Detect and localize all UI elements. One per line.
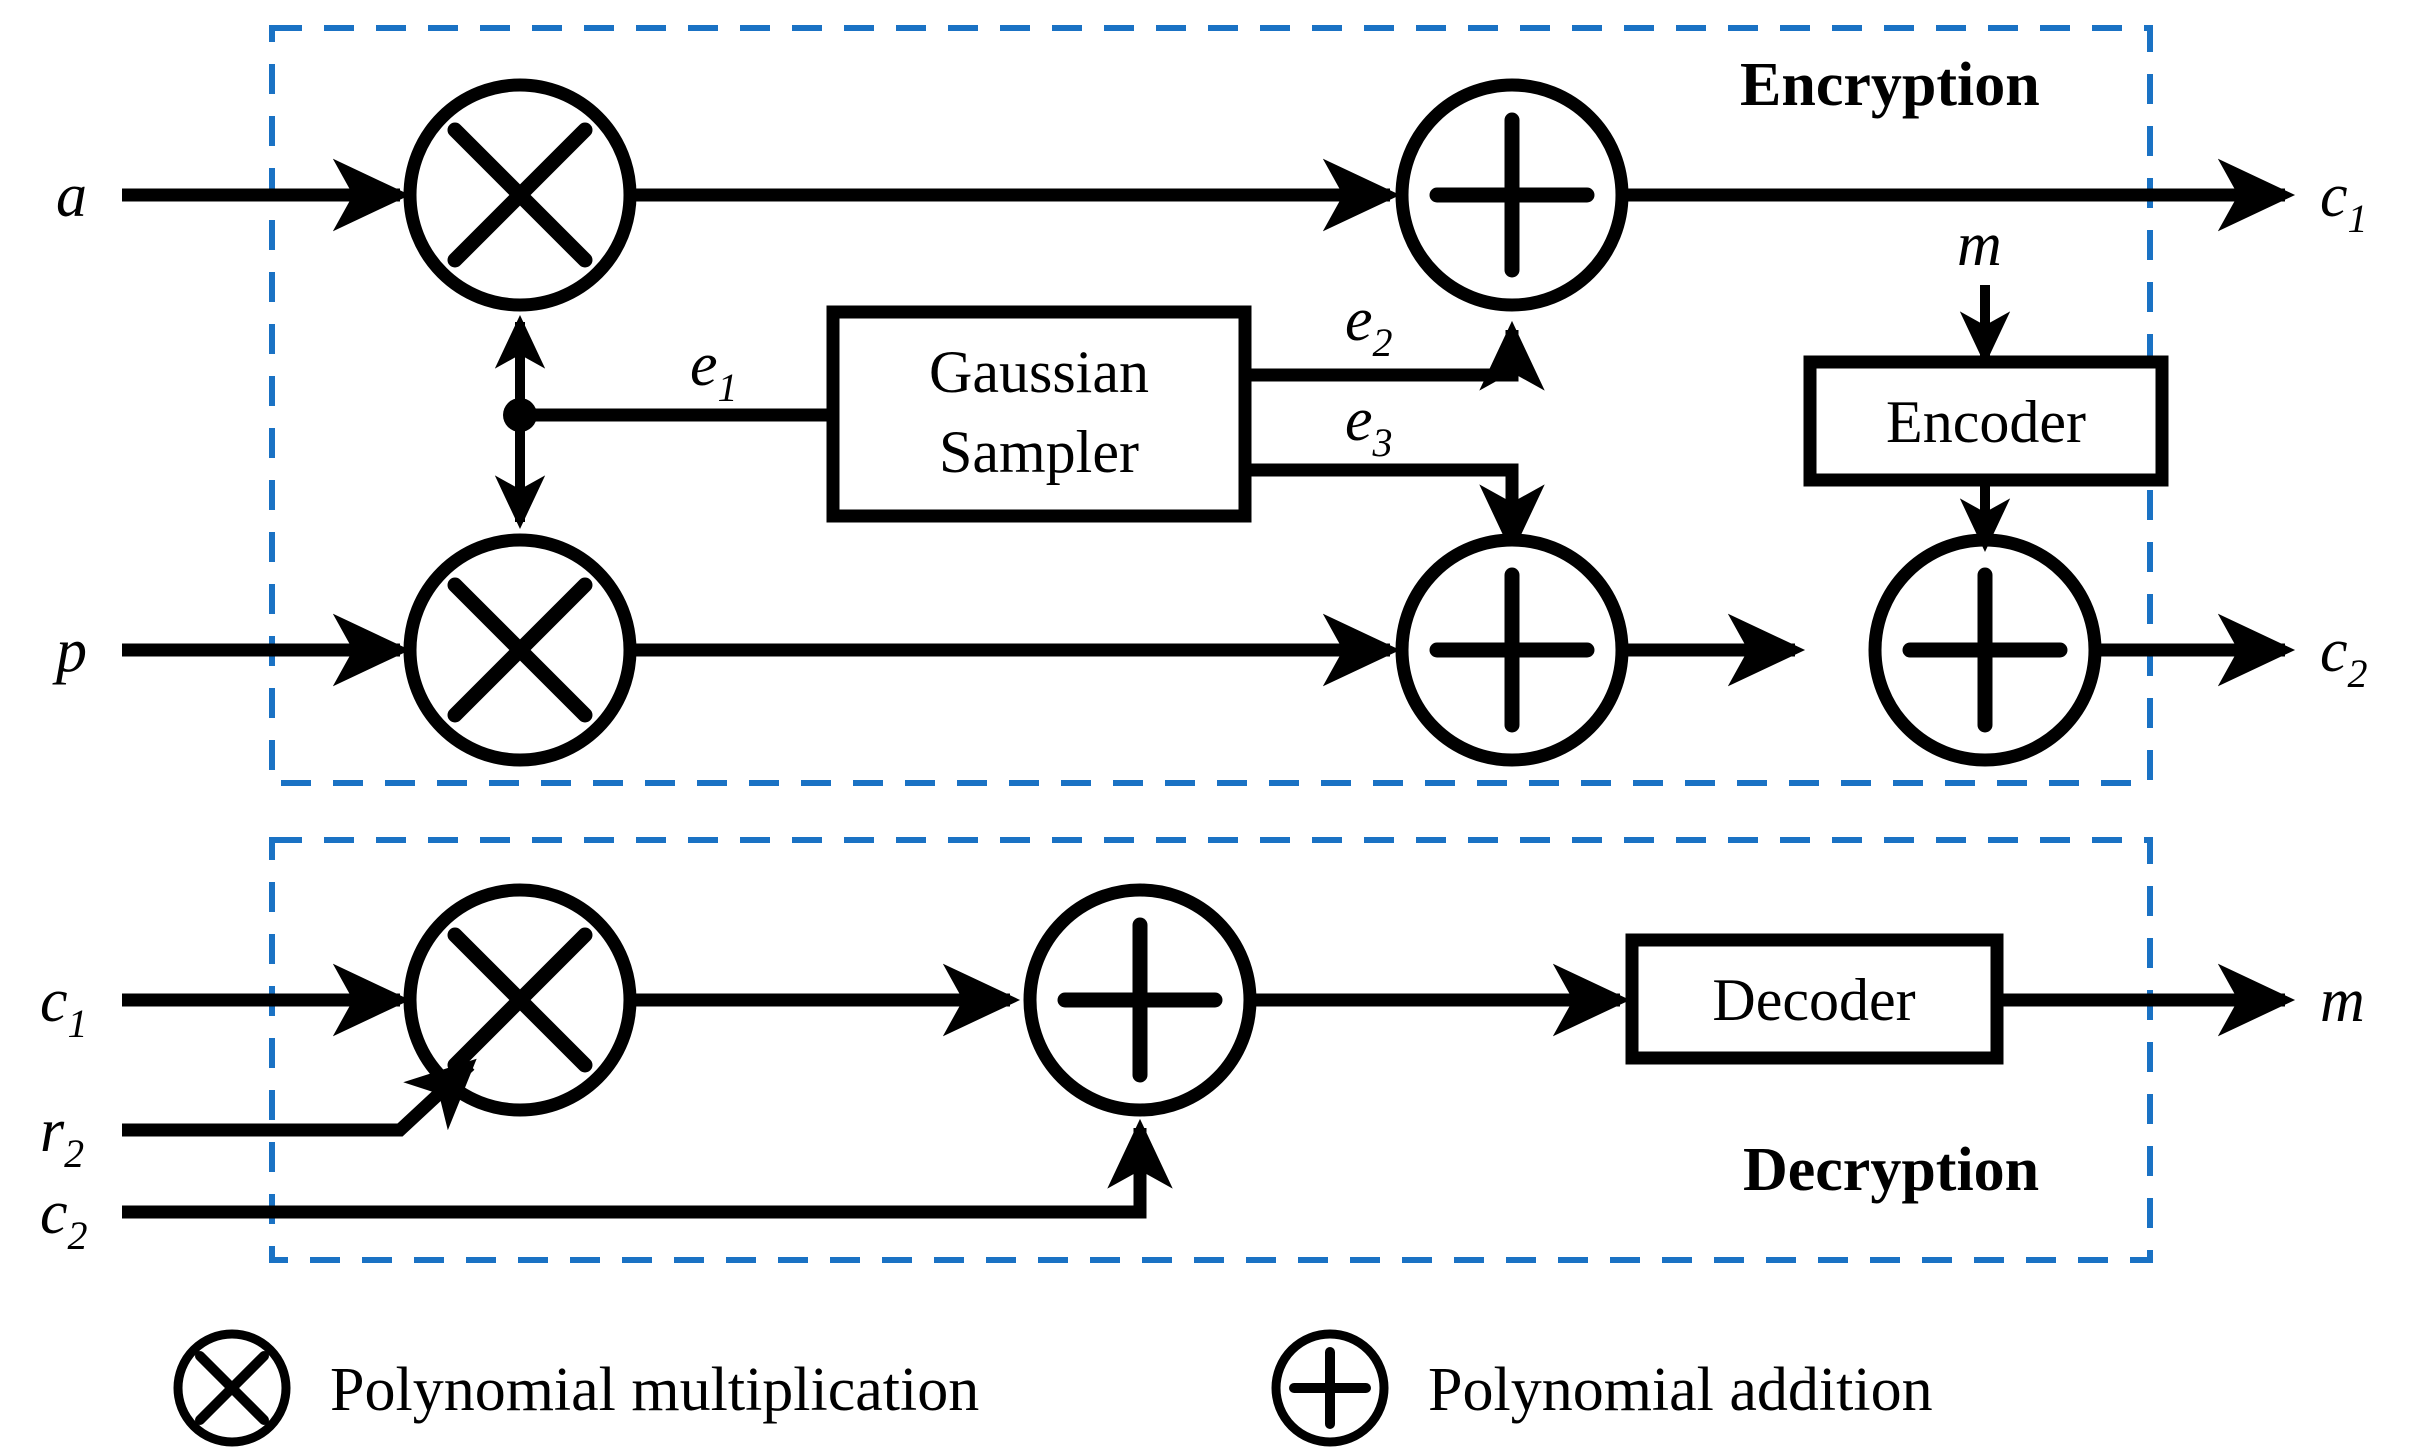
mult-glyph-stroke-4	[447, 577, 593, 723]
label-input-a: a	[56, 162, 87, 230]
label-input-c1-dec: c1	[40, 967, 88, 1046]
wire-e2-to-add-c1	[1245, 320, 1545, 391]
legend-label-multiplication: Polynomial multiplication	[330, 1356, 979, 1424]
legend-label-addition: Polynomial addition	[1428, 1356, 1933, 1424]
encoder-label: Encoder	[1886, 389, 2086, 455]
label-input-p: p	[52, 617, 87, 685]
mult-glyph-stroke-2	[447, 122, 593, 268]
legend-item-addition: Polynomial addition	[1271, 1329, 1933, 1447]
label-output-c1: c1	[2320, 162, 2368, 241]
label-output-m-dec: m	[2320, 967, 2365, 1035]
label-input-c2-dec: c2	[40, 1179, 88, 1258]
block-gaussian-sampler	[826, 305, 1252, 523]
circled-times-stroke-2	[195, 1351, 269, 1425]
label-e2: e2	[1345, 286, 1393, 365]
label-output-c2: c2	[2320, 617, 2368, 696]
label-input-m: m	[1957, 211, 2002, 279]
gaussian-sampler-line2: Sampler	[939, 419, 1139, 485]
decryption-boundary	[269, 837, 2153, 1263]
label-input-r2: r2	[40, 1097, 84, 1176]
legend-item-multiplication: Polynomial multiplication	[173, 1329, 979, 1447]
encryption-title: Encryption	[1740, 51, 2040, 119]
decryption-title: Decryption	[1743, 1136, 2039, 1204]
wire-e3-to-add-c2	[1245, 463, 1545, 555]
label-e3: e3	[1345, 386, 1393, 465]
wire-r2-to-mult	[122, 1058, 477, 1137]
gaussian-sampler-line1: Gaussian	[929, 339, 1149, 405]
wire-c2-to-add-dec	[122, 1118, 1173, 1219]
decoder-label: Decoder	[1712, 967, 1915, 1033]
label-e1: e1	[690, 331, 738, 410]
mult-glyph-stroke-6	[447, 927, 593, 1073]
